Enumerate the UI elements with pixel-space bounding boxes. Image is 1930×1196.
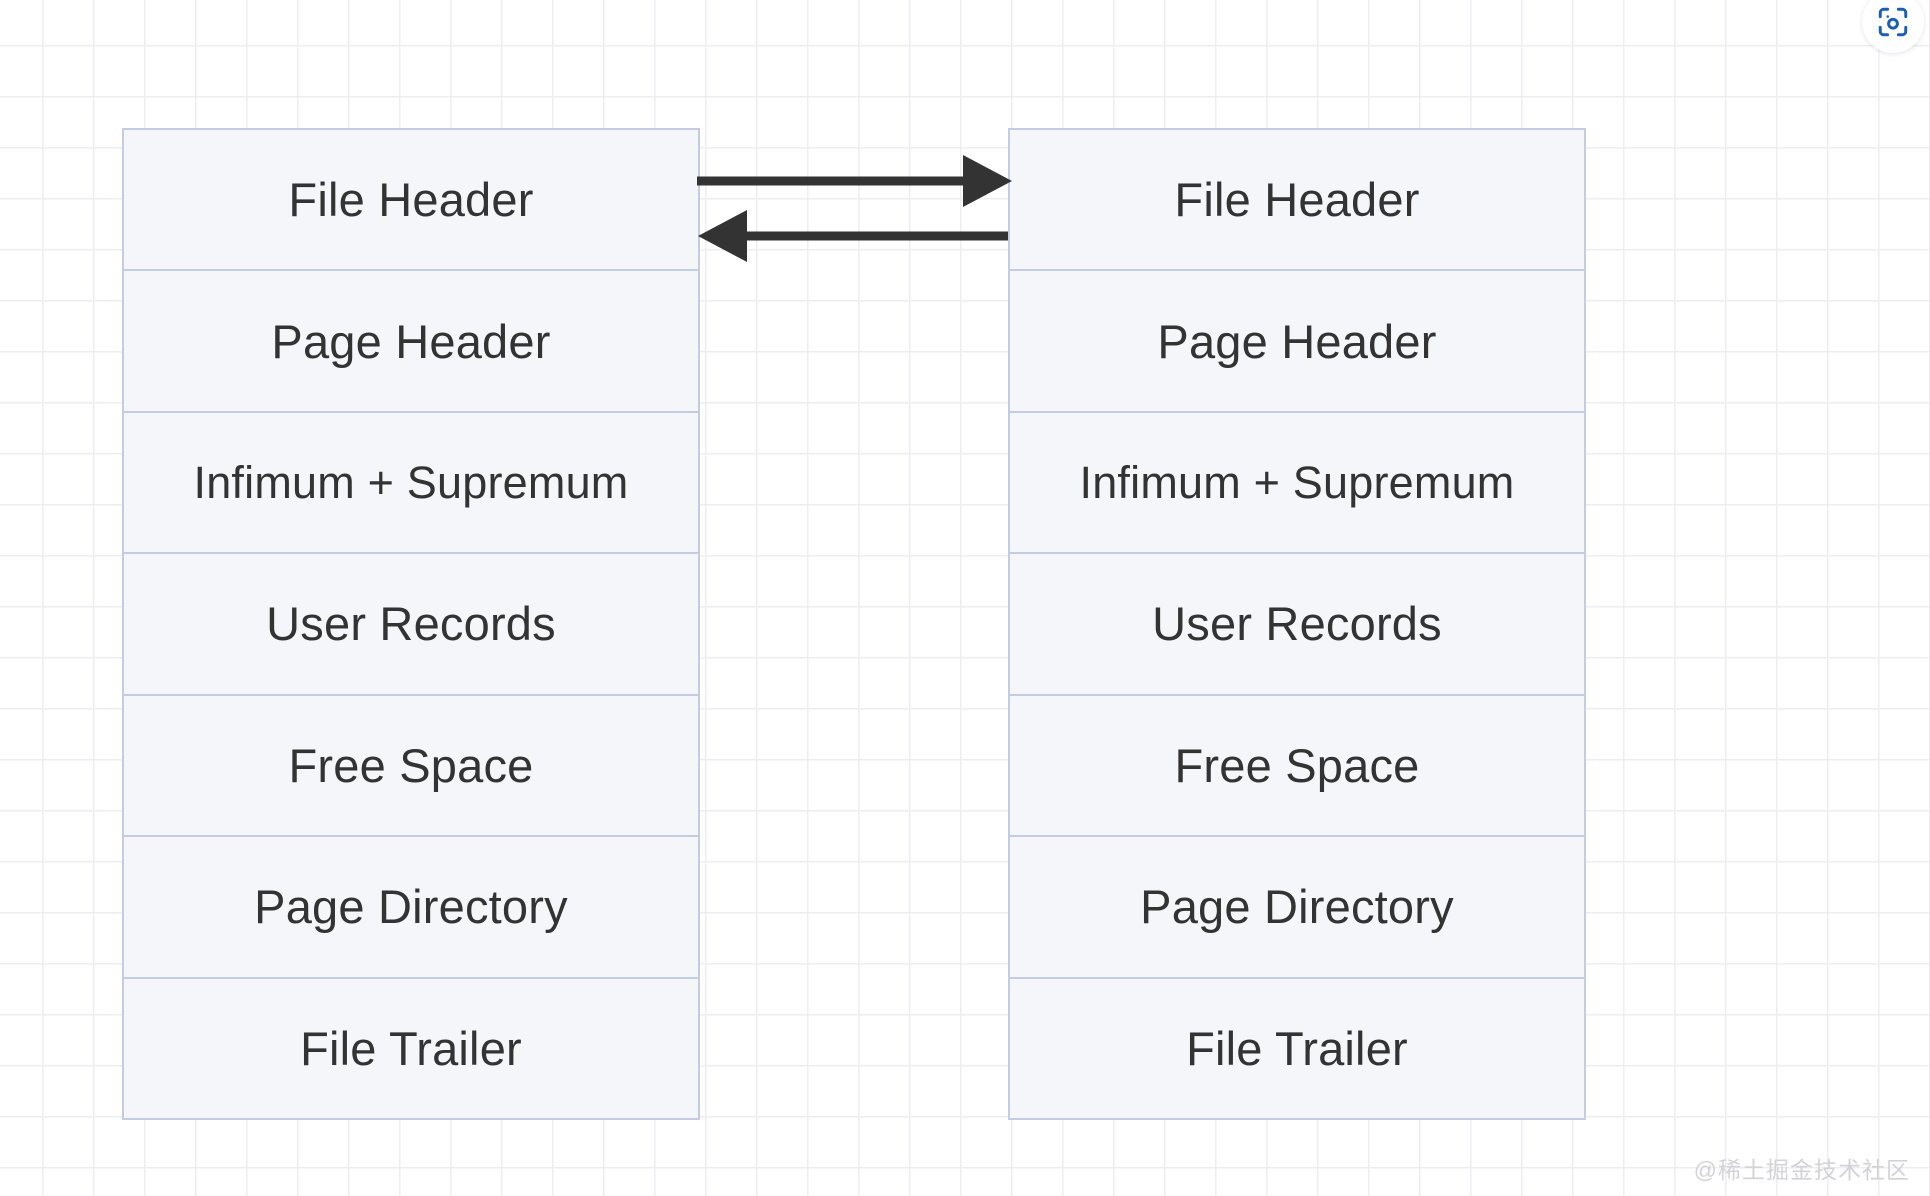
row-label: File Header (288, 173, 534, 227)
watermark: @稀土掘金技术社区 (1693, 1157, 1910, 1183)
arrow-right-to-left (698, 210, 1008, 262)
row-label: File Trailer (300, 1021, 522, 1075)
scan-focus-button[interactable] (1862, 0, 1924, 53)
row-label: User Records (1152, 597, 1442, 651)
page-row-file-header-left: File Header (124, 130, 698, 272)
page-box-left: File Header Page Header Infimum + Suprem… (122, 128, 700, 1120)
row-label: Page Header (1157, 314, 1437, 368)
row-label: Page Header (271, 314, 551, 368)
row-label: File Trailer (1186, 1021, 1408, 1075)
arrow-left-to-right (697, 155, 1012, 207)
page-row-page-header-left: Page Header (124, 271, 698, 413)
row-label: File Header (1174, 173, 1420, 227)
page-row-page-directory-right: Page Directory (1010, 837, 1584, 979)
page-row-file-trailer-right: File Trailer (1010, 979, 1584, 1118)
page-row-file-header-right: File Header (1010, 130, 1584, 272)
page-row-user-records-left: User Records (124, 554, 698, 696)
page-row-user-records-right: User Records (1010, 554, 1584, 696)
row-label: Page Directory (254, 880, 568, 934)
page-box-right: File Header Page Header Infimum + Suprem… (1008, 128, 1586, 1120)
page-row-infimum-supremum-right: Infimum + Supremum (1010, 413, 1584, 555)
page-row-free-space-left: Free Space (124, 696, 698, 838)
row-label: Infimum + Supremum (193, 457, 629, 509)
row-label: User Records (266, 597, 556, 651)
page-row-free-space-right: Free Space (1010, 696, 1584, 838)
page-row-infimum-supremum-left: Infimum + Supremum (124, 413, 698, 555)
row-label: Infimum + Supremum (1079, 457, 1515, 509)
page-row-page-directory-left: Page Directory (124, 837, 698, 979)
page-row-page-header-right: Page Header (1010, 271, 1584, 413)
row-label: Page Directory (1140, 880, 1454, 934)
row-label: Free Space (288, 738, 534, 792)
scan-focus-icon (1876, 5, 1910, 39)
page-row-file-trailer-left: File Trailer (124, 979, 698, 1118)
row-label: Free Space (1174, 738, 1420, 792)
